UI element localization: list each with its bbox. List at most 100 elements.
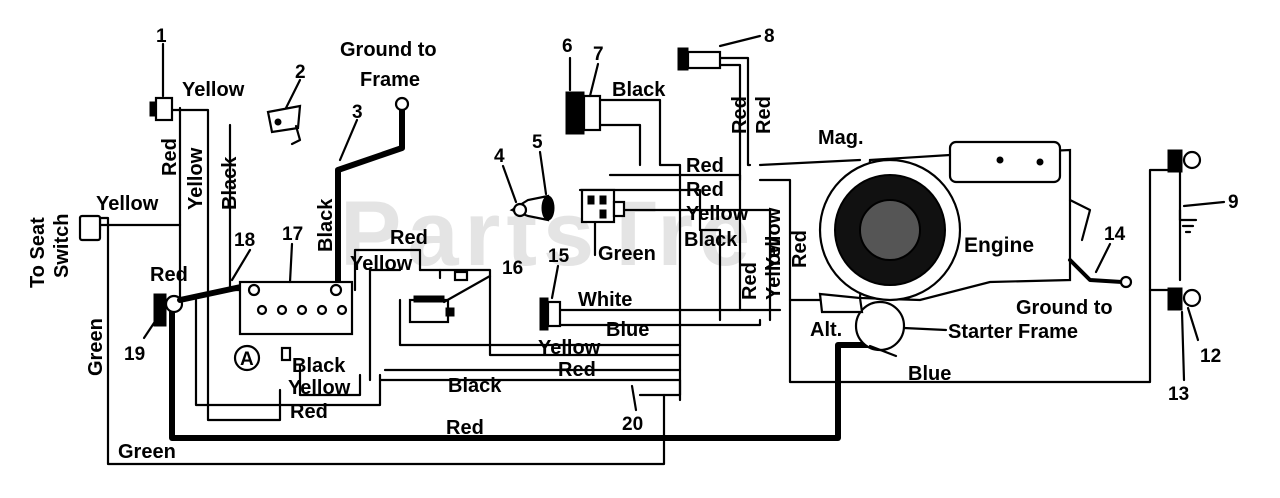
callout-14: 14 [1104, 224, 1126, 245]
leader-starter [902, 326, 948, 332]
red-wire-right [758, 178, 822, 302]
ground-to-right-label: Ground to [1016, 297, 1113, 319]
seat-switch-plug [78, 214, 102, 242]
red-wire-16 [438, 268, 682, 357]
leader-3 [338, 118, 359, 162]
wire-label-black: Black [684, 229, 738, 251]
callout-1: 1 [156, 26, 167, 47]
leader-13 [1180, 310, 1186, 382]
alternator-starter [854, 300, 906, 352]
callout-leaders [142, 34, 1226, 412]
alt-connector [818, 292, 864, 314]
leader-5 [538, 150, 548, 196]
callout-12: 12 [1200, 346, 1221, 367]
bracket-2 [266, 104, 302, 146]
ground-terminal-3 [394, 96, 410, 112]
battery-terminal-neg [247, 283, 261, 297]
alt-label: Alt. [810, 319, 842, 341]
connector-15 [539, 297, 562, 331]
wire-label-red: Red [558, 359, 596, 381]
callout-15: 15 [548, 246, 570, 267]
engine-cover [948, 140, 1062, 184]
key-plug-body [580, 188, 616, 224]
leader-17 [288, 242, 294, 284]
battery-red-cable [169, 297, 873, 441]
red-wire-lower [194, 298, 382, 407]
ground-strap-wire [335, 105, 405, 291]
leader-12 [1186, 306, 1200, 342]
battery-terminal-pos [329, 283, 343, 297]
wire-label-red-vertical: Red [159, 138, 181, 176]
callout-8: 8 [764, 26, 775, 47]
leader-20 [630, 384, 638, 412]
plug-8-cap [677, 47, 689, 71]
connector-a [280, 346, 292, 362]
marker-a-text: A [240, 349, 254, 370]
callout-5: 5 [532, 132, 543, 153]
wire-label-green-vertical: Green [85, 318, 107, 376]
engine [818, 140, 1133, 302]
wire-label-red-vertical: Red [729, 96, 751, 134]
key-switch-4-5 [509, 194, 555, 222]
yellow-wire-16 [398, 298, 682, 347]
mag-label: Mag. [818, 127, 864, 149]
callout-3: 3 [352, 102, 363, 123]
wire-label-black: Black [612, 79, 666, 101]
callout-numbers: 1 2 3 4 5 6 7 8 9 12 13 14 15 16 17 18 1… [124, 26, 1239, 435]
component-16-tab [445, 307, 455, 317]
connector-1-tab [149, 101, 157, 117]
battery-cap [296, 304, 308, 316]
wire-label-yellow: Yellow [686, 203, 749, 225]
connector-1-body [154, 96, 174, 122]
flywheel-hub [859, 199, 921, 261]
wire-label-yellow-vertical: Yellow [185, 147, 207, 210]
leader-16 [442, 274, 492, 304]
wire-label-blue: Blue [606, 319, 649, 341]
wire-label-yellow: Yellow [350, 253, 413, 275]
marker-a-circle [233, 344, 261, 372]
blue-wire-15 [558, 318, 762, 327]
callout-2: 2 [295, 62, 306, 83]
engine-wire-14a [1068, 198, 1092, 242]
switch-6-body [565, 91, 585, 135]
leader-18 [230, 248, 252, 282]
connector-15-cap [546, 300, 562, 328]
terminal-bottom-cap [1182, 288, 1202, 308]
switch-6-7 [565, 91, 602, 135]
ground-to-frame-line1: Ground to [340, 39, 437, 61]
wire-label-black: Black [448, 375, 502, 397]
battery-cap [256, 304, 268, 316]
wire-label-red: Red [446, 417, 484, 439]
callout-16: 16 [502, 258, 523, 279]
battery-cap [276, 304, 288, 316]
key-switch-plug [580, 188, 626, 224]
to-seat-switch-line1: To Seat [27, 217, 49, 288]
connector-16b [453, 270, 469, 282]
engine-bolt [996, 156, 1004, 164]
wire-label-red-vertical: Red [739, 262, 761, 300]
ground-wire-right [1148, 168, 1172, 292]
wire-label-red: Red [150, 264, 188, 286]
wire-label-yellow-vertical: Yellow [763, 207, 785, 270]
red-wire-mid [353, 248, 422, 292]
wire-label-red: Red [390, 227, 428, 249]
wire-label-red: Red [290, 401, 328, 423]
callout-6: 6 [562, 36, 573, 57]
battery-cap [336, 304, 348, 316]
mag-wire [758, 158, 862, 167]
solenoid-19-body [153, 293, 167, 327]
component-16 [408, 295, 455, 324]
callout-13: 13 [1168, 384, 1189, 405]
starter-frame-label: Starter Frame [948, 321, 1078, 343]
terminal-bottom-body [1167, 287, 1183, 311]
wire-label-yellow: Yellow [182, 79, 245, 101]
wire-label-red-vertical: Red [789, 230, 811, 268]
component-16-top [413, 295, 445, 303]
leader-7 [588, 62, 600, 98]
terminal-top-cap [1182, 150, 1202, 170]
leader-9 [1182, 200, 1226, 208]
ground-symbol-icon [1178, 218, 1198, 234]
ground-wire-14 [1068, 258, 1124, 284]
black-wire-bottom [378, 378, 682, 397]
